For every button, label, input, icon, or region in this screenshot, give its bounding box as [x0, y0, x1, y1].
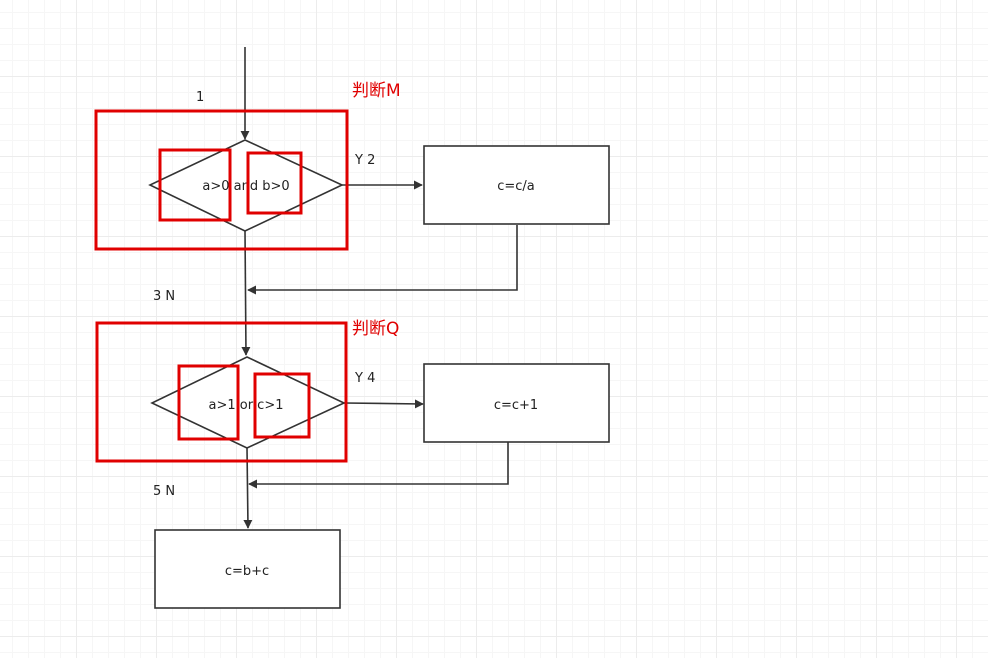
judge-m-left-condition-box	[158, 148, 232, 222]
decision-m-diamond[interactable]	[148, 139, 344, 232]
m-no-arrow	[241, 230, 251, 356]
decision-q-label: a>1 or c>1	[208, 398, 283, 413]
process-box-c-div-a[interactable]	[423, 145, 610, 225]
judge-q-outer-box	[95, 321, 348, 463]
judge-q-annotation: 判断Q	[352, 319, 399, 339]
judge-q-right-condition-box	[253, 372, 311, 439]
process-box-c-plus-1[interactable]	[423, 363, 610, 443]
decision-q-diamond[interactable]	[150, 356, 346, 449]
process-label-c-div-a: c=c/a	[497, 179, 535, 194]
q-yes-arrow	[343, 399, 424, 409]
highlight-annotations	[94, 109, 349, 463]
process-label-c-plus-1: c=c+1	[494, 398, 538, 413]
edge-label-m-yes: Y 2	[354, 153, 375, 168]
connectors	[240, 47, 518, 529]
edge-label-q-no: 5 N	[153, 484, 175, 499]
edge-label-q-yes: Y 4	[354, 371, 375, 386]
judge-m-outer-box	[94, 109, 349, 251]
box2-return-arrow	[248, 442, 509, 489]
box1-return-arrow	[247, 225, 518, 295]
edge-label-m-no: 3 N	[153, 289, 175, 304]
process-box-c-eq-b-plus-c[interactable]	[154, 529, 341, 609]
edge-label-entry: 1	[196, 90, 204, 105]
process-label-c-eq-b-plus-c: c=b+c	[225, 564, 269, 579]
judge-m-annotation: 判断M	[352, 81, 401, 101]
decision-m-label: a>0 and b>0	[202, 179, 289, 194]
judge-q-left-condition-box	[177, 364, 240, 441]
judge-m-right-condition-box	[246, 151, 303, 215]
